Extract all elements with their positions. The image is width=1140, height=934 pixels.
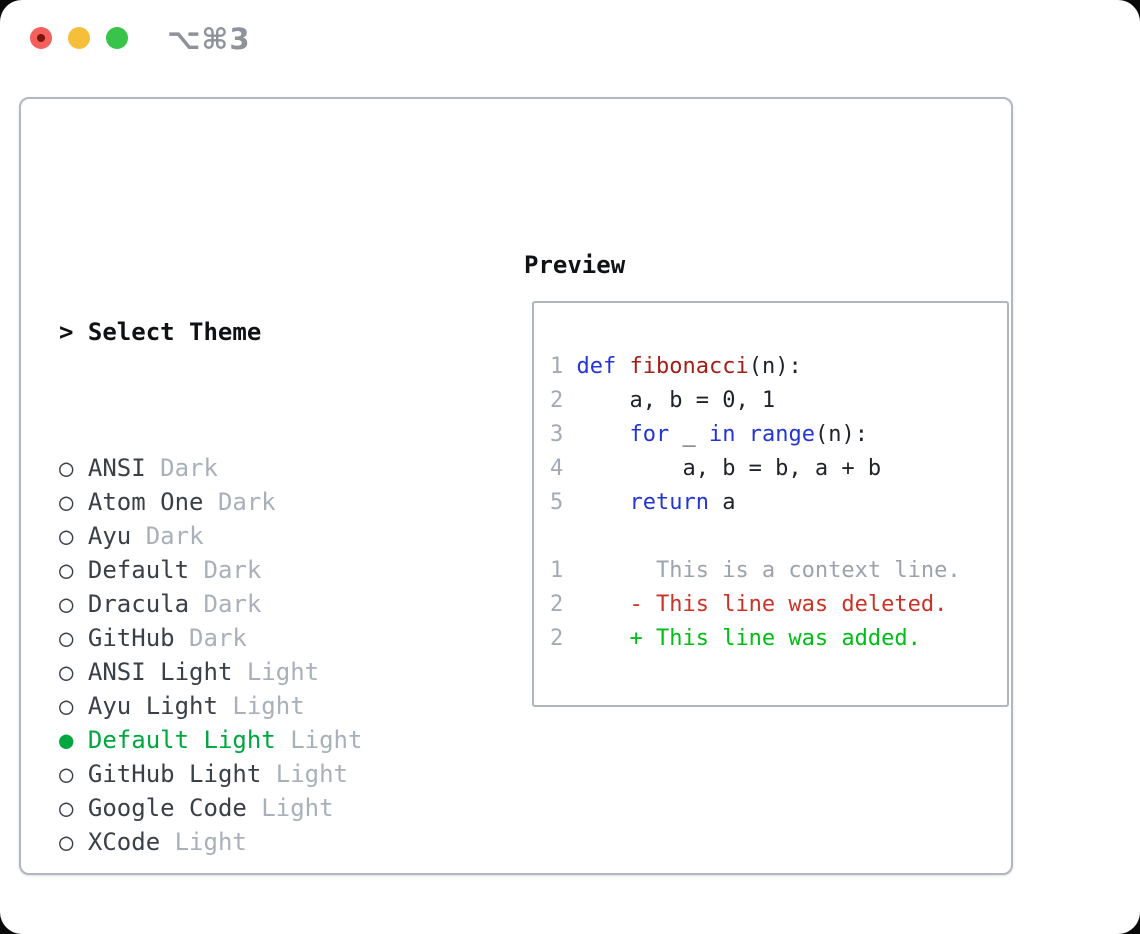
code-line: 1 This is a context line. [550, 554, 1007, 588]
radio-icon: ○ [59, 692, 88, 720]
line-number: 3 [550, 422, 577, 447]
code-line: 3 for _ in range(n): [550, 418, 1007, 452]
code-token: _ [669, 422, 709, 447]
radio-icon: ○ [59, 454, 88, 482]
theme-variant-badge: Light [261, 760, 348, 788]
code-token: (n): [748, 354, 802, 379]
radio-icon: ○ [59, 624, 88, 652]
theme-option-github[interactable]: ○ GitHub Dark [59, 621, 464, 655]
line-number: 2 [550, 626, 577, 651]
code-token: (n): [814, 422, 868, 447]
radio-icon: ○ [59, 794, 88, 822]
theme-variant-badge: Light [275, 726, 363, 754]
theme-name: Google Code [87, 794, 247, 822]
zoom-button[interactable] [106, 27, 128, 49]
code-line: 2 - This line was deleted. [550, 588, 1007, 622]
code-token [735, 422, 748, 447]
radio-icon: ○ [59, 522, 88, 550]
code-token: a [708, 490, 736, 515]
radio-selected-icon: ● [59, 726, 88, 754]
theme-name: ANSI [87, 454, 146, 482]
line-number: 2 [550, 388, 577, 413]
radio-icon: ○ [59, 828, 88, 856]
code-token: in [708, 422, 736, 447]
code-token: def [576, 354, 630, 379]
radio-icon: ○ [59, 488, 88, 516]
theme-option-xcode[interactable]: ○ XCode Light [59, 825, 464, 859]
theme-name: Default Light [87, 726, 276, 754]
code-token [577, 490, 630, 515]
theme-variant-badge: Light [160, 828, 247, 856]
radio-icon: ○ [59, 590, 88, 618]
prompt-caret-icon: > [59, 318, 74, 346]
theme-name: Ayu Light [87, 692, 218, 720]
theme-name: ANSI Light [87, 658, 233, 686]
theme-variant-badge: Dark [189, 590, 262, 618]
code-line: 4 a, b = b, a + b [550, 452, 1007, 486]
select-theme-header: > Select Theme [59, 315, 464, 349]
theme-option-default-light[interactable]: ● Default Light Light [59, 723, 464, 757]
theme-variant-badge: Dark [203, 488, 276, 516]
theme-picker-panel: >Select Theme ○ ANSI Dark○ Atom One Dark… [19, 97, 1013, 875]
code-token [577, 422, 630, 447]
minimize-button[interactable] [68, 27, 90, 49]
line-number: 1 [550, 354, 577, 379]
theme-option-ayu[interactable]: ○ Ayu Dark [59, 519, 464, 553]
code-token: fibonacci [629, 354, 749, 379]
theme-list: ○ ANSI Dark○ Atom One Dark○ Ayu Dark○ De… [59, 451, 464, 859]
code-line: 2 + This line was added. [550, 622, 1007, 656]
code-line: 2 a, b = 0, 1 [550, 384, 1007, 418]
theme-name: GitHub [87, 624, 175, 652]
code-line: 1 def fibonacci(n): [550, 350, 1007, 384]
theme-option-dracula[interactable]: ○ Dracula Dark [59, 587, 464, 621]
theme-option-ayu-light[interactable]: ○ Ayu Light Light [59, 689, 464, 723]
theme-name: Ayu [87, 522, 132, 550]
code-token: return [629, 490, 709, 515]
theme-name: GitHub Light [87, 760, 262, 788]
code-line: 5 return a [550, 486, 1007, 520]
close-dot-icon [37, 34, 45, 42]
code-token: a, b = 0, 1 [576, 388, 776, 413]
close-button[interactable] [30, 27, 52, 49]
code-token: range [748, 422, 815, 447]
theme-name: Atom One [87, 488, 204, 516]
theme-variant-badge: Light [246, 794, 334, 822]
theme-name: Default [87, 556, 190, 584]
code-token: for [629, 422, 670, 447]
select-theme-header-label: Select Theme [87, 318, 262, 346]
code-token: a, b = b, a + b [576, 456, 882, 481]
code-token: This is a context line. [576, 558, 961, 583]
theme-name: Dracula [87, 590, 190, 618]
theme-option-github-light[interactable]: ○ GitHub Light Light [59, 757, 464, 791]
code-token: + This line was added. [576, 626, 921, 651]
line-number: 5 [550, 490, 577, 515]
theme-picker-left-column: >Select Theme ○ ANSI Dark○ Atom One Dark… [59, 247, 464, 934]
theme-variant-badge: Dark [131, 522, 204, 550]
line-number: 4 [550, 456, 577, 481]
theme-option-ansi[interactable]: ○ ANSI Dark [59, 451, 464, 485]
radio-icon: ○ [59, 658, 88, 686]
theme-variant-badge: Light [232, 658, 320, 686]
theme-name: XCode [87, 828, 161, 856]
theme-variant-badge: Dark [145, 454, 218, 482]
line-number: 2 [550, 592, 577, 617]
radio-icon: ○ [59, 556, 88, 584]
preview-header: Preview [524, 251, 626, 279]
line-number: 1 [550, 558, 577, 583]
theme-option-google-code[interactable]: ○ Google Code Light [59, 791, 464, 825]
code-line [550, 520, 1007, 554]
theme-option-ansi-light[interactable]: ○ ANSI Light Light [59, 655, 464, 689]
theme-option-atom-one[interactable]: ○ Atom One Dark [59, 485, 464, 519]
theme-option-default[interactable]: ○ Default Dark [59, 553, 464, 587]
theme-variant-badge: Light [217, 692, 305, 720]
theme-variant-badge: Dark [174, 624, 247, 652]
window-title: ⌥⌘3 [167, 22, 251, 56]
radio-icon: ○ [59, 760, 88, 788]
theme-variant-badge: Dark [189, 556, 262, 584]
code-token: - This line was deleted. [576, 592, 948, 617]
